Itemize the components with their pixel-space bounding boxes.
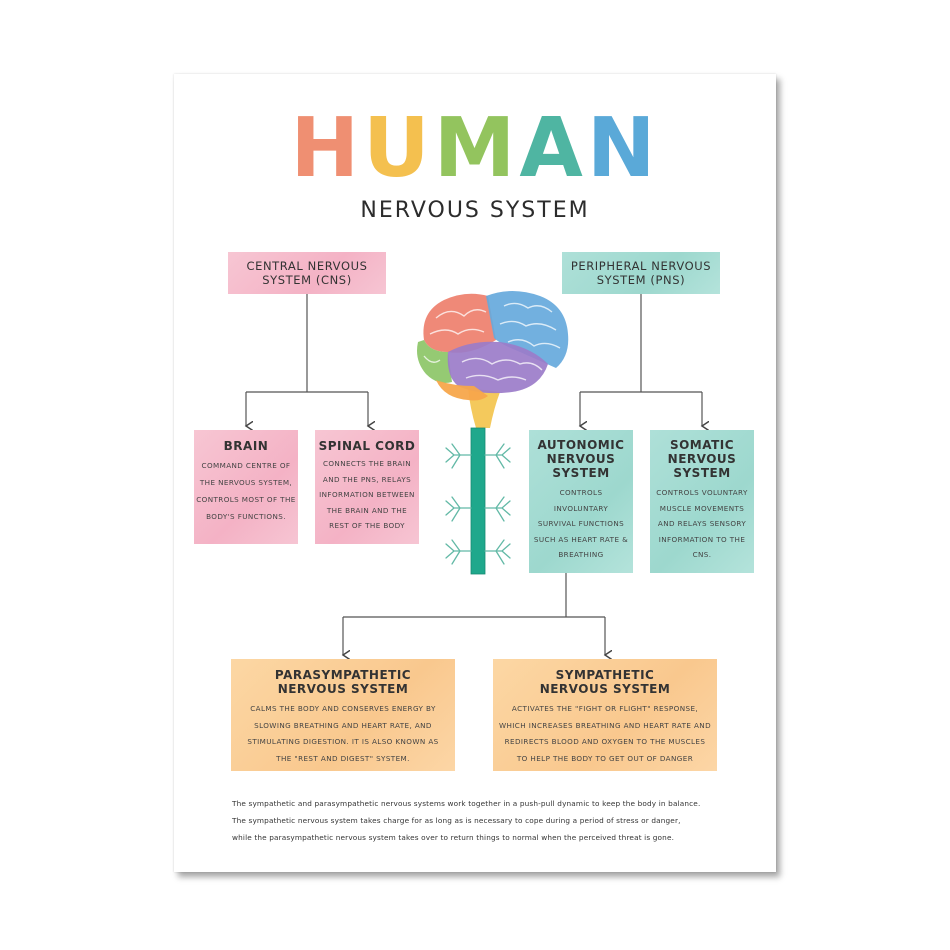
sympathetic-text: ACTIVATES THE "FIGHT OR FLIGHT" RESPONSE… [493, 701, 717, 767]
brain-text: COMMAND CENTRE OF THE NERVOUS SYSTEM, CO… [194, 457, 298, 525]
pns-connector [580, 294, 702, 393]
autonomic-title-line: NERVOUS [546, 452, 616, 466]
sympathetic-text-line: WHICH INCREASES BREATHING AND HEART RATE… [498, 720, 712, 730]
somatic-text-line: CNS. [692, 550, 712, 559]
brain-text-line: THE NERVOUS SYSTEM, [199, 478, 293, 487]
sympathetic-title-line: SYMPATHETIC [555, 668, 655, 682]
parasympathetic-title-line: NERVOUS SYSTEM [277, 682, 409, 696]
spinal-cord-text-line: INFORMATION BETWEEN [319, 490, 415, 499]
brain-box: BRAIN COMMAND CENTRE OF THE NERVOUS SYST… [194, 430, 298, 544]
footer-paragraph: The sympathetic and parasympathetic nerv… [232, 795, 732, 846]
brain-text-line: CONTROLS MOST OF THE [196, 495, 296, 504]
autonomic-text-line: BREATHING [558, 550, 604, 559]
somatic-text: CONTROLS VOLUNTARY MUSCLE MOVEMENTS AND … [650, 485, 754, 563]
somatic-text-line: INFORMATION TO THE [658, 534, 746, 544]
somatic-text-line: CONTROLS VOLUNTARY [656, 488, 748, 497]
spinal-cord-text-line: CONNECTS THE BRAIN [322, 459, 412, 468]
spinal-cord-box: SPINAL CORD CONNECTS THE BRAIN AND THE P… [315, 430, 419, 544]
cns-connector [246, 294, 368, 393]
spinal-cord-text: CONNECTS THE BRAIN AND THE PNS, RELAYS I… [315, 456, 419, 534]
autonomic-title-line: SYSTEM [552, 466, 610, 480]
spinal-cord-text-line: AND THE PNS, RELAYS [322, 474, 412, 484]
somatic-text-line: AND RELAYS SENSORY [657, 519, 747, 528]
autonomic-text: CONTROLS INVOLUNTARY SURVIVAL FUNCTIONS … [529, 485, 633, 563]
footer-line: The sympathetic nervous system takes cha… [232, 816, 681, 825]
parasympathetic-text-line: SLOWING BREATHING AND HEART RATE, AND [254, 720, 432, 730]
autonomic-text-line: SUCH AS HEART RATE & [533, 534, 629, 544]
title-letter: H [290, 101, 364, 196]
footer-line: while the parasympathetic nervous system… [232, 833, 675, 842]
sympathetic-text-line: REDIRECTS BLOOD AND OXYGEN TO THE MUSCLE… [504, 737, 706, 746]
page-subtitle: NERVOUS SYSTEM [360, 198, 590, 223]
page-title: HUMAN [0, 104, 950, 194]
footer-line: The sympathetic and parasympathetic nerv… [232, 799, 701, 808]
parasympathetic-text-line: THE "REST AND DIGEST" SYSTEM. [276, 753, 410, 763]
pns-label: PERIPHERAL NERVOUS SYSTEM (PNS) [570, 259, 712, 287]
autonomic-text-line: INVOLUNTARY [553, 503, 609, 513]
sympathetic-box: SYMPATHETIC NERVOUS SYSTEM ACTIVATES THE… [493, 659, 717, 771]
title-letter: U [363, 101, 434, 196]
somatic-title-line: SOMATIC [669, 438, 735, 452]
brain-title: BRAIN [223, 439, 269, 453]
cns-label: CENTRAL NERVOUS SYSTEM (CNS) [246, 259, 368, 287]
autonomic-title-line: AUTONOMIC [537, 438, 625, 452]
somatic-box: SOMATIC NERVOUS SYSTEM CONTROLS VOLUNTAR… [650, 430, 754, 573]
sympathetic-text-line: TO HELP THE BODY TO GET OUT OF DANGER [516, 753, 694, 763]
sympathetic-title-line: NERVOUS SYSTEM [539, 682, 671, 696]
brain-illustration [417, 291, 569, 575]
autonomic-box: AUTONOMIC NERVOUS SYSTEM CONTROLS INVOLU… [529, 430, 633, 573]
spinal-cord-title: SPINAL CORD [318, 439, 416, 453]
brain-text-line: COMMAND CENTRE OF [201, 461, 291, 470]
sympathetic-text-line: ACTIVATES THE "FIGHT OR FLIGHT" RESPONSE… [511, 704, 699, 713]
somatic-text-line: MUSCLE MOVEMENTS [659, 503, 745, 513]
title-letter: A [519, 101, 587, 196]
parasympathetic-text-line: STIMULATING DIGESTION. IT IS ALSO KNOWN … [247, 737, 439, 746]
autonomic-text-line: CONTROLS [559, 488, 603, 497]
parasympathetic-text: CALMS THE BODY AND CONSERVES ENERGY BY S… [231, 701, 455, 767]
spinal-cord-text-line: REST OF THE BODY [329, 521, 405, 530]
parasympathetic-title-line: PARASYMPATHETIC [274, 668, 412, 682]
parasympathetic-box: PARASYMPATHETIC NERVOUS SYSTEM CALMS THE… [231, 659, 455, 771]
title-letter: M [433, 101, 520, 196]
cns-box: CENTRAL NERVOUS SYSTEM (CNS) [228, 252, 386, 294]
spinal-cord-text-line: THE BRAIN AND THE [326, 505, 408, 515]
parasympathetic-text-line: CALMS THE BODY AND CONSERVES ENERGY BY [250, 704, 436, 713]
somatic-title-line: SYSTEM [673, 466, 731, 480]
autonomic-text-line: SURVIVAL FUNCTIONS [537, 519, 625, 528]
somatic-title-line: NERVOUS [667, 452, 737, 466]
title-letter: N [586, 101, 660, 196]
pns-box: PERIPHERAL NERVOUS SYSTEM (PNS) [562, 252, 720, 294]
brain-text-line: BODY'S FUNCTIONS. [206, 512, 286, 521]
autonomic-connector [343, 573, 605, 618]
